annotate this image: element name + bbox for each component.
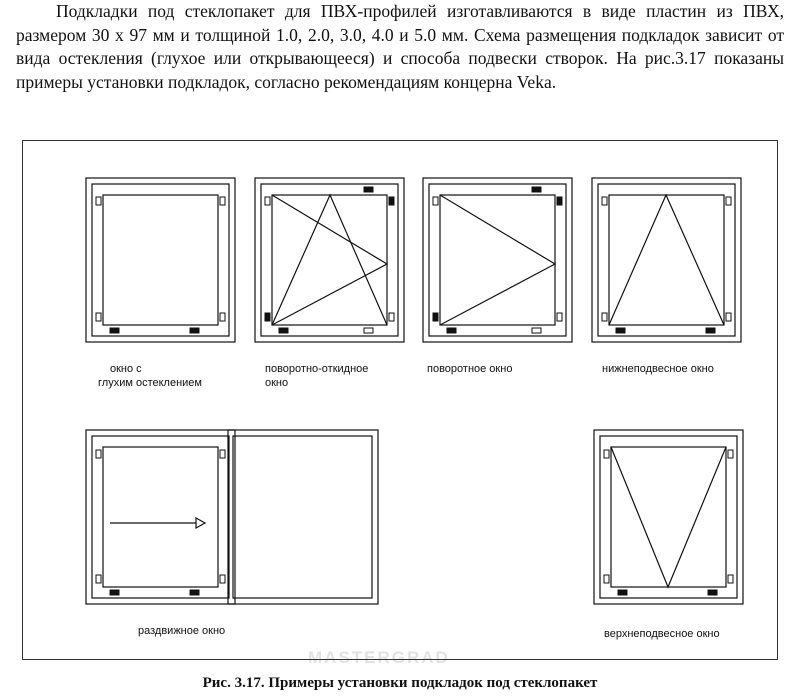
- figure-frame: [22, 140, 778, 660]
- window-fixed: [85, 177, 236, 343]
- window-bottom-hung: [591, 177, 742, 343]
- label-bottom-hung: нижнеподвесное окно: [602, 363, 714, 375]
- label-fixed-2: глухим остеклением: [98, 377, 202, 389]
- label-tilt-turn-1: поворотно-откидное: [265, 363, 369, 375]
- window-tilt-turn: [254, 177, 405, 343]
- watermark-text: MASTERGRAD: [308, 648, 450, 667]
- window-top-hung: [593, 429, 744, 605]
- window-sliding: [85, 429, 379, 605]
- label-tilt-turn-2: окно: [265, 377, 289, 389]
- figure-caption: Рис. 3.17. Примеры установки подкладок п…: [202, 675, 598, 691]
- label-turn: поворотное окно: [427, 363, 513, 375]
- label-top-hung: верхнеподвесное окно: [604, 628, 720, 640]
- setting-blocks: [95, 186, 734, 596]
- intro-paragraph: Подкладки под стеклопакет для ПВХ-профил…: [16, 1, 784, 92]
- sliding-arrow-icon: [195, 516, 207, 530]
- label-sliding: раздвижное окно: [138, 625, 226, 637]
- label-fixed-1: окно с: [110, 363, 142, 375]
- window-turn: [422, 177, 573, 343]
